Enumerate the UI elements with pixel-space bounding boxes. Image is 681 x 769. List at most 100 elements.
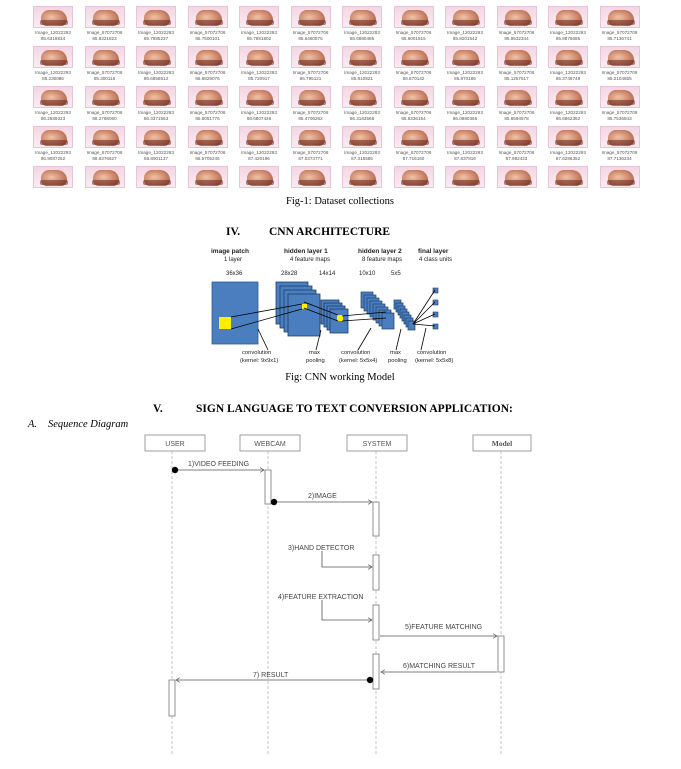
op-conv1-line1: convolution — [242, 350, 271, 356]
thumbnail-filename: Image_12022293 — [447, 110, 483, 115]
section-v-heading: SIGN LANGUAGE TO TEXT CONVERSION APPLICA… — [196, 403, 513, 415]
dataset-thumbnail — [187, 126, 228, 148]
op-pool2-line1: max — [390, 350, 401, 356]
cnn-col-5-sub: 4 class units — [419, 257, 452, 263]
dataset-thumbnail — [548, 6, 588, 28]
thumbnail-filename-number: 87.0373771 — [298, 155, 323, 161]
thumbnail-filename: Image_12022293 — [550, 70, 586, 75]
msg-7-start-dot — [366, 676, 374, 684]
thumbnail-filename: Image_57072706 — [86, 30, 123, 35]
dataset-thumbnail — [84, 126, 125, 148]
msg-7-label: 7) RESULT — [253, 672, 289, 679]
cnn-col-1-size: 28x28 — [281, 271, 298, 277]
cnn-col-1-title: hidden layer 1 — [284, 248, 328, 255]
dataset-thumbnail — [599, 86, 640, 108]
thumbnail-filename: Image_12022293 — [550, 110, 586, 115]
dataset-thumbnail — [33, 46, 73, 68]
dataset-thumbnail — [599, 46, 640, 68]
thumbnail-filename-number: 87.7136234 — [607, 155, 632, 161]
cnn-col-0-size: 36x36 — [226, 271, 243, 277]
dataset-thumbnail — [496, 86, 537, 108]
thumbnail-filename-number: 85.1257517 — [504, 75, 529, 81]
dataset-thumbnail — [599, 126, 640, 148]
dataset-thumbnail — [342, 46, 382, 68]
pool1-kernel-window — [337, 315, 343, 321]
thumbnail-filename: Image_12022293 — [138, 110, 174, 115]
dataset-thumbnail — [136, 86, 176, 108]
dataset-thumbnail — [342, 6, 382, 28]
activation-system-1 — [372, 501, 380, 537]
thumbnail-filename: Image_12022293 — [447, 30, 483, 35]
thumbnail-filename-number: 85.7500101 — [195, 35, 220, 41]
cnn-col-0-title: image patch — [211, 248, 249, 255]
cnn-architecture-diagram: image patch 1 layer 36x36 hidden layer 1… — [211, 248, 453, 364]
dataset-thumbnail — [548, 46, 588, 68]
sequence-diagram: USER WEBCAM SYSTEM Model 1)VIDEO FEED — [144, 434, 532, 755]
cnn-col-1-sub: 4 feature maps — [290, 257, 330, 263]
thumbnail-filename: Image_57072706 — [189, 110, 226, 115]
dataset-thumbnail — [548, 126, 588, 148]
op-conv2-line1: convolution — [341, 350, 370, 356]
actor-model: Model — [492, 439, 512, 448]
thumbnail-filename: Image_57072706 — [395, 110, 432, 115]
dataset-thumbnail — [239, 126, 279, 148]
msg-3-label: 3)HAND DETECTOR — [288, 545, 354, 552]
actor-system: SYSTEM — [363, 441, 392, 448]
cnn-col-3-title: hidden layer 2 — [358, 248, 402, 255]
thumbnail-filename: Image_12022293 — [35, 70, 71, 75]
activation-system-2 — [372, 554, 380, 591]
msg-1-start-dot — [171, 466, 179, 474]
fig1-caption: Fig-1: Dataset collections — [286, 196, 394, 207]
cnn-col-4-size: 5x5 — [391, 271, 401, 277]
dataset-thumbnail — [290, 86, 331, 108]
dataset-thumbnail — [136, 126, 176, 148]
thumbnail-filename: Image_12022293 — [344, 150, 380, 155]
dataset-thumbnail — [445, 46, 485, 68]
thumbnail-filename-number: 85.870185 — [454, 75, 476, 81]
thumbnail-filename: Image_57072706 — [292, 70, 329, 75]
op-pool1-line1: max — [309, 350, 320, 356]
dataset-thumbnail — [187, 46, 228, 68]
actor-webcam: WEBCAM — [254, 441, 286, 448]
thumbnail-filename: Image_57072706 — [498, 30, 535, 35]
msg-4-label: 4)FEATURE EXTRACTION — [278, 594, 363, 601]
dataset-thumbnail — [239, 86, 279, 108]
dataset-thumbnail — [33, 126, 73, 148]
dataset-thumbnail — [496, 126, 537, 148]
activation-model — [497, 635, 505, 673]
thumbnail-filename-number: 86.9087252 — [40, 155, 66, 161]
thumbnail-filename-number: 85.8051776 — [195, 115, 220, 121]
dataset-thumbnail — [496, 166, 537, 188]
thumbnail-filename: Image_57072706 — [601, 150, 638, 155]
thumbnail-filename-number: 85.6480575 — [298, 35, 323, 41]
dataset-thumbnail — [187, 6, 228, 28]
thumbnail-filename-number: 87.837816 — [454, 155, 476, 161]
thumbnail-filename: Image_12022293 — [35, 110, 71, 115]
thumbnail-filename-number: 87.982423 — [505, 155, 528, 161]
thumbnail-filename-number: 85.2104855 — [607, 75, 632, 81]
dataset-thumbnail — [393, 6, 434, 28]
thumbnail-filename: Image_57072706 — [292, 30, 329, 35]
dataset-thumbnail — [599, 166, 640, 188]
dataset-thumbnail — [548, 166, 588, 188]
activation-system-3 — [372, 604, 380, 641]
thumbnail-filename: Image_57072706 — [395, 70, 432, 75]
thumbnail-filename: Image_57072706 — [189, 30, 226, 35]
dataset-thumbnail — [33, 86, 73, 108]
thumbnail-filename: Image_57072706 — [498, 70, 535, 75]
dataset-thumbnail — [84, 166, 125, 188]
msg-2-label: 2)IMAGE — [308, 493, 337, 500]
thumbnail-filename: Image_57072706 — [86, 110, 123, 115]
thumbnail-filename-number: 85.3746748 — [555, 75, 581, 81]
dataset-thumbnail — [84, 86, 125, 108]
msg-3-arrow — [321, 551, 372, 567]
thumbnail-filename: Image_12022293 — [550, 150, 586, 155]
thumbnail-filename-number: 86.8901137 — [144, 155, 168, 161]
op-conv3-line2: (kernel: 5x5x8) — [415, 358, 453, 364]
actor-box-user — [144, 434, 206, 452]
thumbnail-filename-number: 85.6001815 — [401, 35, 426, 41]
dataset-thumbnail — [599, 6, 640, 28]
thumbnail-filename-number: 87.420196 — [248, 155, 270, 161]
thumbnail-filename: Image_57072706 — [86, 150, 123, 155]
thumbnail-filename: Image_57072706 — [601, 110, 638, 115]
